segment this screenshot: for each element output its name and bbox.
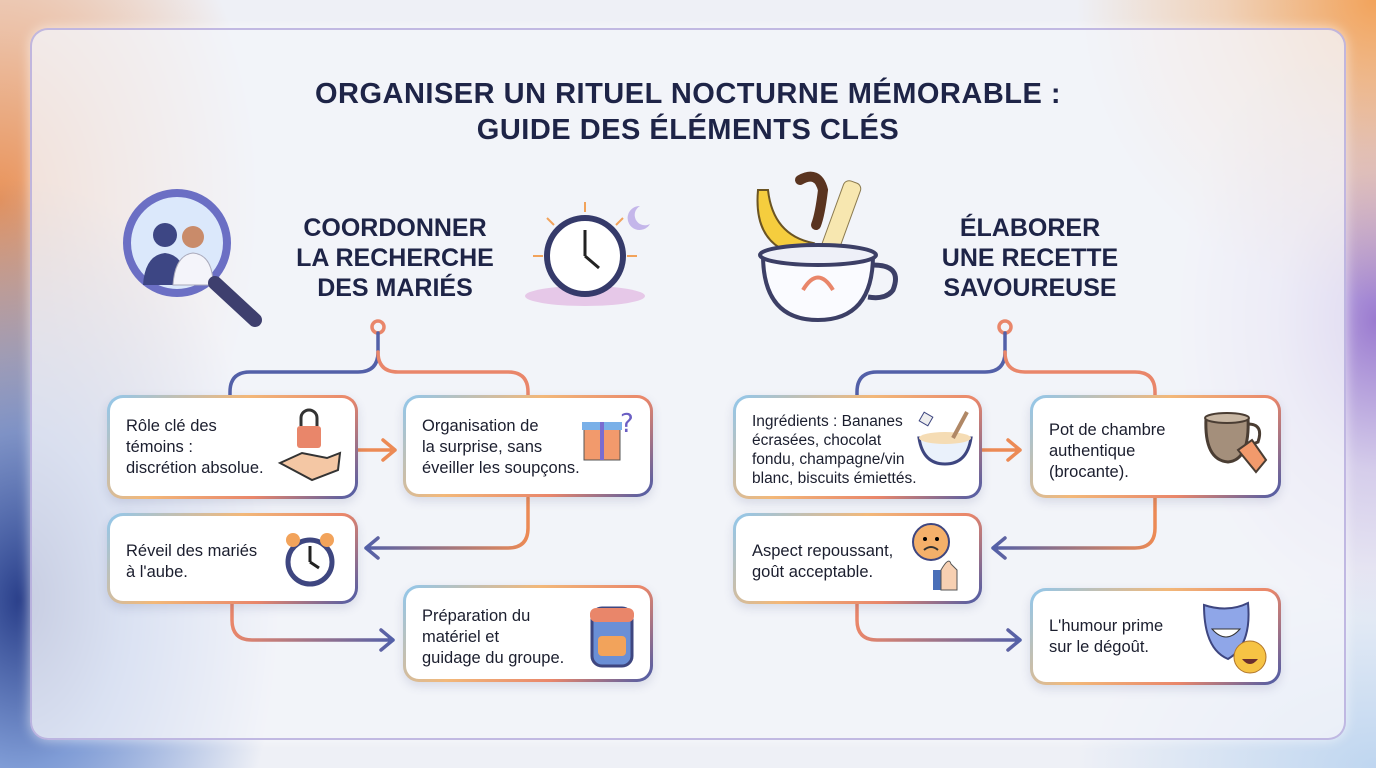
step-text: L'humour prime sur le dégoût.	[1049, 617, 1164, 656]
branch-line	[228, 331, 380, 398]
magnifier-couple-icon	[123, 189, 262, 327]
svg-text:?: ?	[620, 409, 634, 439]
branch-line	[855, 331, 1007, 398]
step-card: Réveil des mariés à l'aube.	[107, 513, 358, 604]
connector-node	[997, 319, 1013, 335]
backpack-icon	[590, 606, 634, 668]
title-line-1: ORGANISER UN RITUEL NOCTURNE MÉMORABLE :	[314, 78, 1062, 110]
alarm-clock-icon	[285, 533, 335, 587]
chamber-pot-tag-icon	[1204, 412, 1268, 474]
step-card: L'humour prime sur le dégoût.	[1030, 588, 1281, 685]
arrow-2-3	[991, 496, 1157, 560]
connector-node	[370, 319, 386, 335]
step-card: Pot de chambre authentique (brocante).	[1030, 395, 1281, 498]
step-text: Préparation du matériel et guidage du gr…	[422, 607, 565, 667]
worried-face-thumbs-up-icon	[912, 523, 958, 591]
arrow-1-2	[356, 438, 397, 462]
step-card: Aspect repoussant, goût acceptable.	[733, 513, 982, 604]
arrow-3-4	[230, 602, 395, 652]
section-heading-left: COORDONNER LA RECHERCHE DES MARIÉS	[296, 214, 494, 302]
branch-line	[1003, 350, 1157, 398]
gift-question-icon: ?	[582, 409, 634, 461]
branch-line	[376, 350, 530, 398]
section-heading-right: ÉLABORER UNE RECETTE SAVOUREUSE	[941, 214, 1119, 302]
step-card: Rôle clé des témoins : discrétion absolu…	[107, 395, 358, 499]
page-title: ORGANISER UN RITUEL NOCTURNE MÉMORABLE :…	[0, 76, 1376, 148]
title-line-2: GUIDE DES ÉLÉMENTS CLÉS	[476, 114, 900, 146]
step-text: Réveil des mariés à l'aube.	[126, 542, 258, 581]
arrow-2-3	[364, 496, 530, 560]
step-text: Ingrédients : Bananes écrasées, chocolat…	[752, 413, 917, 487]
mixing-bowl-icon	[917, 411, 973, 466]
theater-mask-laughing-icon	[1202, 601, 1267, 674]
arrow-3-4	[855, 602, 1022, 652]
step-card: Préparation du matériel et guidage du gr…	[403, 585, 653, 682]
step-text: Pot de chambre authentique (brocante).	[1049, 421, 1166, 481]
arrow-1-2	[980, 438, 1022, 462]
step-card: Organisation de la surprise, sans éveill…	[403, 395, 653, 497]
lock-handshake-icon	[277, 408, 342, 482]
clock-moon-icon	[525, 202, 650, 306]
step-text: Aspect repoussant, goût acceptable.	[752, 542, 894, 581]
banana-chocolate-pot-icon	[756, 171, 898, 323]
step-text: Rôle clé des témoins : discrétion absolu…	[126, 417, 264, 477]
step-card: Ingrédients : Bananes écrasées, chocolat…	[733, 395, 982, 499]
step-text: Organisation de la surprise, sans éveill…	[422, 417, 580, 477]
